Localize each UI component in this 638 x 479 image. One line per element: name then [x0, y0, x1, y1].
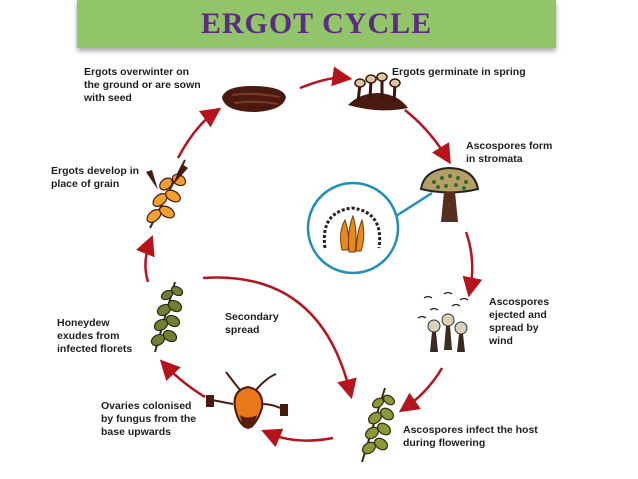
- label-honeydew: Honeydew exudes from infected florets: [57, 317, 133, 355]
- arrow-honeydew-to-develop: [136, 235, 155, 283]
- label-germinate: Ergots germinate in spring: [392, 66, 526, 78]
- ovary-colonised-image: [206, 371, 288, 430]
- label-ascospores-form: Ascospores form in stromata: [466, 140, 553, 165]
- arrow-overwinter-to-germinate: [299, 66, 353, 90]
- cycle-arrows: [136, 66, 483, 448]
- stroma-head-image: [419, 166, 480, 222]
- flowering-wheat-ear-image: [361, 387, 396, 463]
- arrow-germinate-to-stromata: [404, 109, 451, 165]
- title-banner: ERGOT CYCLE: [77, 0, 556, 48]
- perithecium-inset: [306, 181, 433, 275]
- arrow-infect-to-ovaries: [261, 428, 334, 448]
- ascospores-ejected-image: [417, 291, 469, 352]
- ergot-wheat-ear-image: [146, 159, 188, 229]
- label-secondary-spread: Secondary spread: [225, 311, 279, 336]
- label-ovaries-colonised: Ovaries colonised by fungus from the bas…: [101, 400, 197, 438]
- arrow-ovaries-to-honeydew: [159, 359, 206, 399]
- label-overwinter: Ergots overwinter on the ground or are s…: [84, 66, 201, 104]
- label-ascospores-infect: Ascospores infect the host during flower…: [403, 424, 538, 449]
- germinating-ergots-image: [348, 72, 408, 111]
- label-ergots-develop: Ergots develop in place of grain: [51, 165, 140, 190]
- arrow-stromata-to-ejected: [462, 231, 483, 298]
- honeydew-wheat-ear-image: [150, 281, 184, 353]
- arrow-secondary-spread: [202, 276, 357, 400]
- arrow-ejected-to-infect: [398, 367, 444, 413]
- label-ascospores-ejected: Ascospores ejected and spread by wind: [489, 296, 550, 347]
- ergot-sclerotium-image: [222, 86, 286, 112]
- arrow-develop-to-overwinter: [176, 107, 222, 159]
- page-title: ERGOT CYCLE: [200, 7, 433, 40]
